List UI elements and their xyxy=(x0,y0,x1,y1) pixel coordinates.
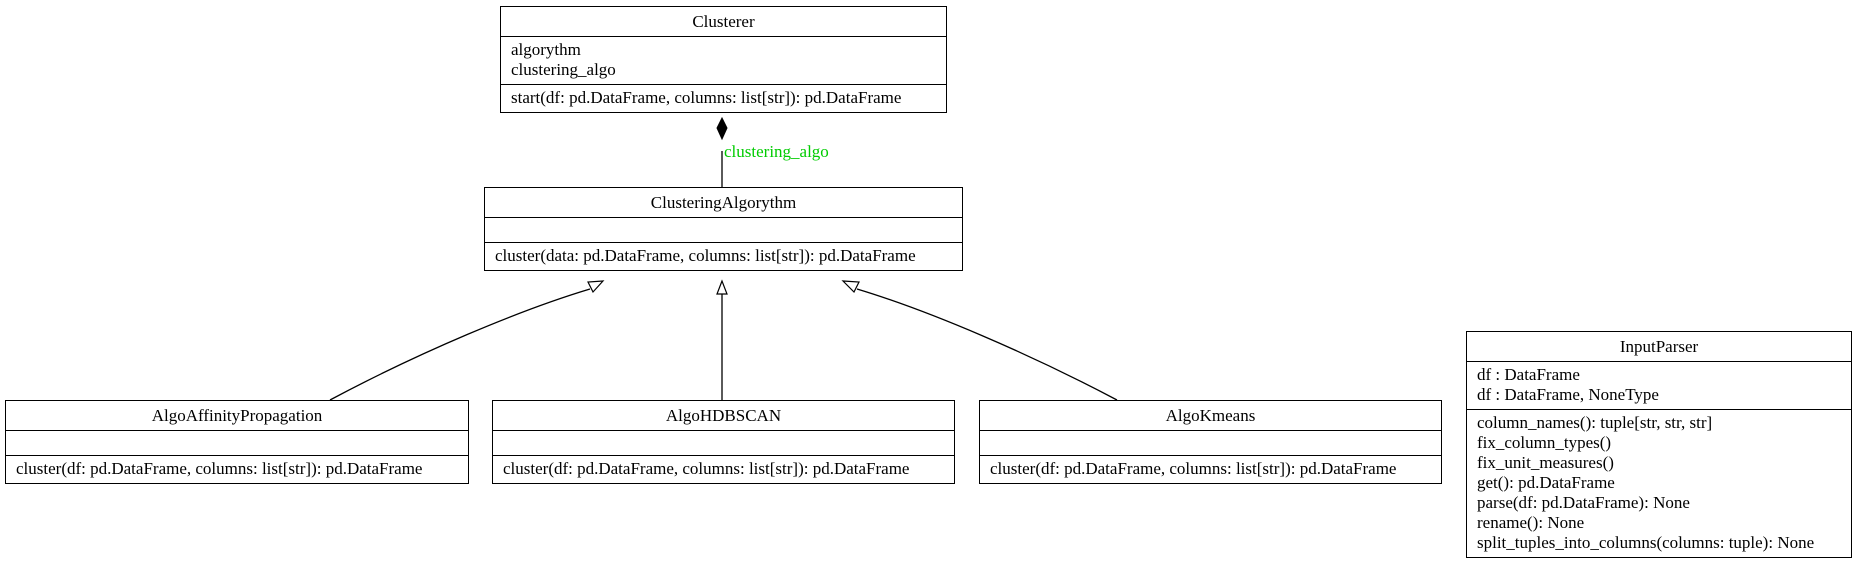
class-algo-hdbscan: AlgoHDBSCAN cluster(df: pd.DataFrame, co… xyxy=(492,400,955,484)
attributes-section xyxy=(493,431,954,456)
attributes-section xyxy=(980,431,1441,456)
method: fix_column_types() xyxy=(1477,433,1612,452)
method: column_names(): tuple[str, str, str] xyxy=(1477,413,1713,432)
method: split_tuples_into_columns(columns: tuple… xyxy=(1477,533,1815,552)
methods-section: start(df: pd.DataFrame, columns: list[st… xyxy=(501,85,946,112)
attribute: df : DataFrame, NoneType xyxy=(1477,385,1659,404)
class-name: Clusterer xyxy=(501,7,946,37)
class-name: ClusteringAlgorythm xyxy=(485,188,962,218)
method: fix_unit_measures() xyxy=(1477,453,1614,472)
attribute: clustering_algo xyxy=(511,60,616,79)
method: cluster(df: pd.DataFrame, columns: list[… xyxy=(503,459,910,478)
inheritance-arrowhead-kmeans xyxy=(841,280,860,294)
method: cluster(df: pd.DataFrame, columns: list[… xyxy=(16,459,423,478)
method: cluster(df: pd.DataFrame, columns: list[… xyxy=(990,459,1397,478)
class-name: AlgoHDBSCAN xyxy=(493,401,954,431)
class-algo-affinity-propagation: AlgoAffinityPropagation cluster(df: pd.D… xyxy=(5,400,469,484)
method: parse(df: pd.DataFrame): None xyxy=(1477,493,1690,512)
method: cluster(data: pd.DataFrame, columns: lis… xyxy=(495,246,916,265)
attribute: df : DataFrame xyxy=(1477,365,1580,384)
class-clustering-algorythm: ClusteringAlgorythm cluster(data: pd.Dat… xyxy=(484,187,963,271)
method: get(): pd.DataFrame xyxy=(1477,473,1615,492)
method: rename(): None xyxy=(1477,513,1585,532)
methods-section: cluster(df: pd.DataFrame, columns: list[… xyxy=(493,456,954,483)
attributes-section: algorythm clustering_algo xyxy=(501,37,946,85)
inheritance-edge-kmeans xyxy=(856,288,1118,401)
attributes-section xyxy=(6,431,468,456)
composition-label: clustering_algo xyxy=(724,142,829,161)
methods-section: cluster(data: pd.DataFrame, columns: lis… xyxy=(485,243,962,270)
class-clusterer: Clusterer algorythm clustering_algo star… xyxy=(500,6,947,113)
inheritance-arrowhead-affinity xyxy=(587,280,605,294)
class-name: InputParser xyxy=(1467,332,1851,362)
class-input-parser: InputParser df : DataFrame df : DataFram… xyxy=(1466,331,1852,558)
attribute: algorythm xyxy=(511,40,581,59)
class-name: AlgoKmeans xyxy=(980,401,1441,431)
attributes-section xyxy=(485,218,962,243)
attributes-section: df : DataFrame df : DataFrame, NoneType xyxy=(1467,362,1851,410)
class-algo-kmeans: AlgoKmeans cluster(df: pd.DataFrame, col… xyxy=(979,400,1442,484)
inheritance-arrowhead-hdbscan xyxy=(716,279,728,295)
class-name: AlgoAffinityPropagation xyxy=(6,401,468,431)
methods-section: cluster(df: pd.DataFrame, columns: list[… xyxy=(980,456,1441,483)
methods-section: column_names(): tuple[str, str, str] fix… xyxy=(1467,410,1851,557)
methods-section: cluster(df: pd.DataFrame, columns: list[… xyxy=(6,456,468,483)
inheritance-edge-affinity xyxy=(329,288,591,401)
method: start(df: pd.DataFrame, columns: list[st… xyxy=(511,88,902,107)
composition-diamond xyxy=(716,116,728,141)
